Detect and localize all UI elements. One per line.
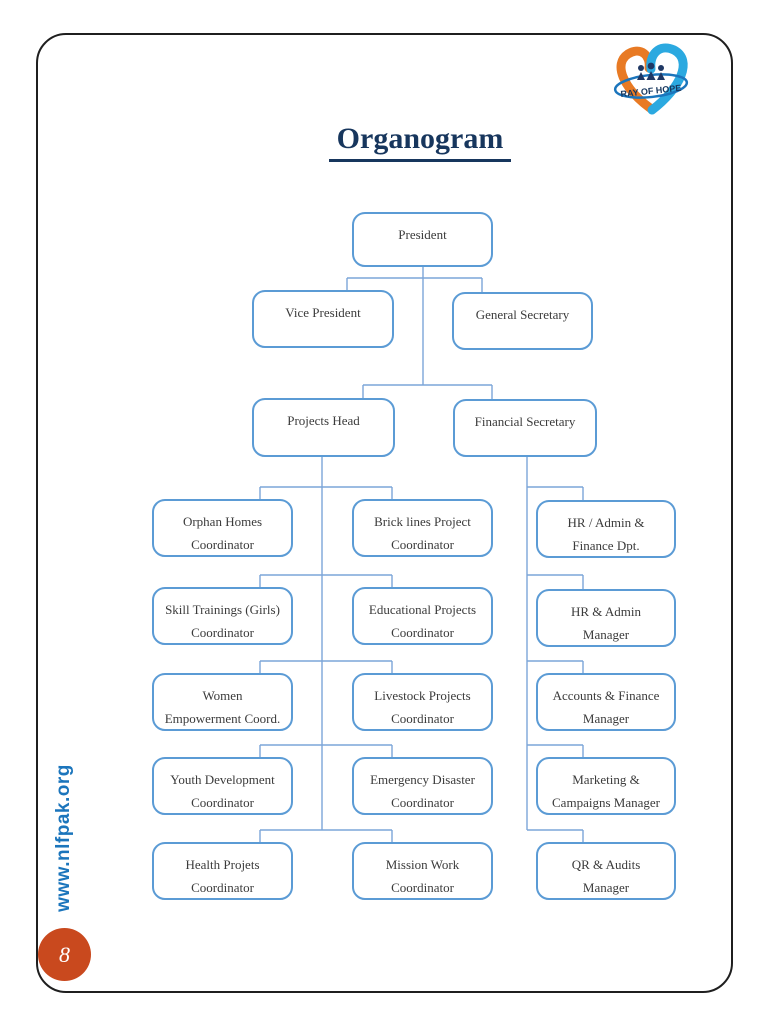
org-node-label: Health Projets: [185, 857, 260, 872]
org-node-label: Orphan Homes: [182, 514, 263, 529]
org-node-label: Coordinator: [391, 880, 454, 895]
org-node-label: HR & Admin: [570, 604, 642, 619]
org-node-skill-trainings-girls-coordinator: Skill Trainings (Girls) Coordinator: [152, 587, 293, 645]
org-node-label: Youth Development: [170, 772, 275, 787]
org-node-label: General Secretary: [475, 307, 570, 322]
website-url: www.nlfpak.org: [53, 764, 74, 912]
org-node-label: Campaigns Manager: [552, 795, 660, 810]
org-node-label: Manager: [582, 711, 630, 726]
org-node-financial-secretary: Financial Secretary: [453, 399, 597, 457]
org-node-hr-admin-finance-dpt: HR / Admin & Finance Dpt.: [536, 500, 676, 558]
org-node-label: Coordinator: [391, 625, 454, 640]
org-node-label: HR / Admin &: [567, 515, 645, 530]
org-node-label: Empowerment Coord.: [164, 711, 281, 726]
org-node-label: Projects Head: [287, 413, 360, 428]
org-node-label: Coordinator: [191, 880, 254, 895]
org-node-president: President: [352, 212, 493, 267]
org-node-label: QR & Audits: [571, 857, 641, 872]
org-node-label: Coordinator: [191, 795, 254, 810]
org-node-label: Coordinator: [391, 795, 454, 810]
org-node-label: Finance Dpt.: [572, 538, 640, 553]
org-node-label: Emergency Disaster: [370, 772, 475, 787]
org-node-label: Skill Trainings (Girls): [165, 602, 280, 617]
page-number: 8: [59, 941, 70, 967]
org-node-label: Coordinator: [191, 537, 254, 552]
org-node-label: Coordinator: [391, 537, 454, 552]
logo-heart-right: [646, 43, 688, 115]
org-node-label: Mission Work: [385, 857, 460, 872]
org-node-label: Women: [202, 688, 243, 703]
org-node-label: Brick lines Project: [374, 514, 471, 529]
org-node-label: Coordinator: [191, 625, 254, 640]
org-node-projects-head: Projects Head: [252, 398, 395, 457]
org-node-general-secretary: General Secretary: [452, 292, 593, 350]
org-node-label: Manager: [582, 880, 630, 895]
org-node-label: Marketing &: [572, 772, 640, 787]
org-node-label: Manager: [582, 627, 630, 642]
org-node-marketing-campaigns-manager: Marketing & Campaigns Manager: [536, 757, 676, 815]
org-node-label: Vice President: [285, 305, 361, 320]
org-node-vice-president: Vice President: [252, 290, 394, 348]
org-node-label: Financial Secretary: [474, 414, 576, 429]
logo-people-icon: [637, 62, 665, 80]
org-node-label: Educational Projects: [368, 602, 477, 617]
org-node-label: Accounts & Finance: [552, 688, 660, 703]
page-title: Organogram: [0, 122, 768, 162]
org-node-label: Coordinator: [391, 711, 454, 726]
ray-of-hope-logo: RAY OF HOPE: [613, 43, 689, 115]
org-node-label: President: [398, 227, 447, 242]
page-number-badge: 8: [38, 928, 91, 981]
org-node-label: Livestock Projects: [374, 688, 471, 703]
